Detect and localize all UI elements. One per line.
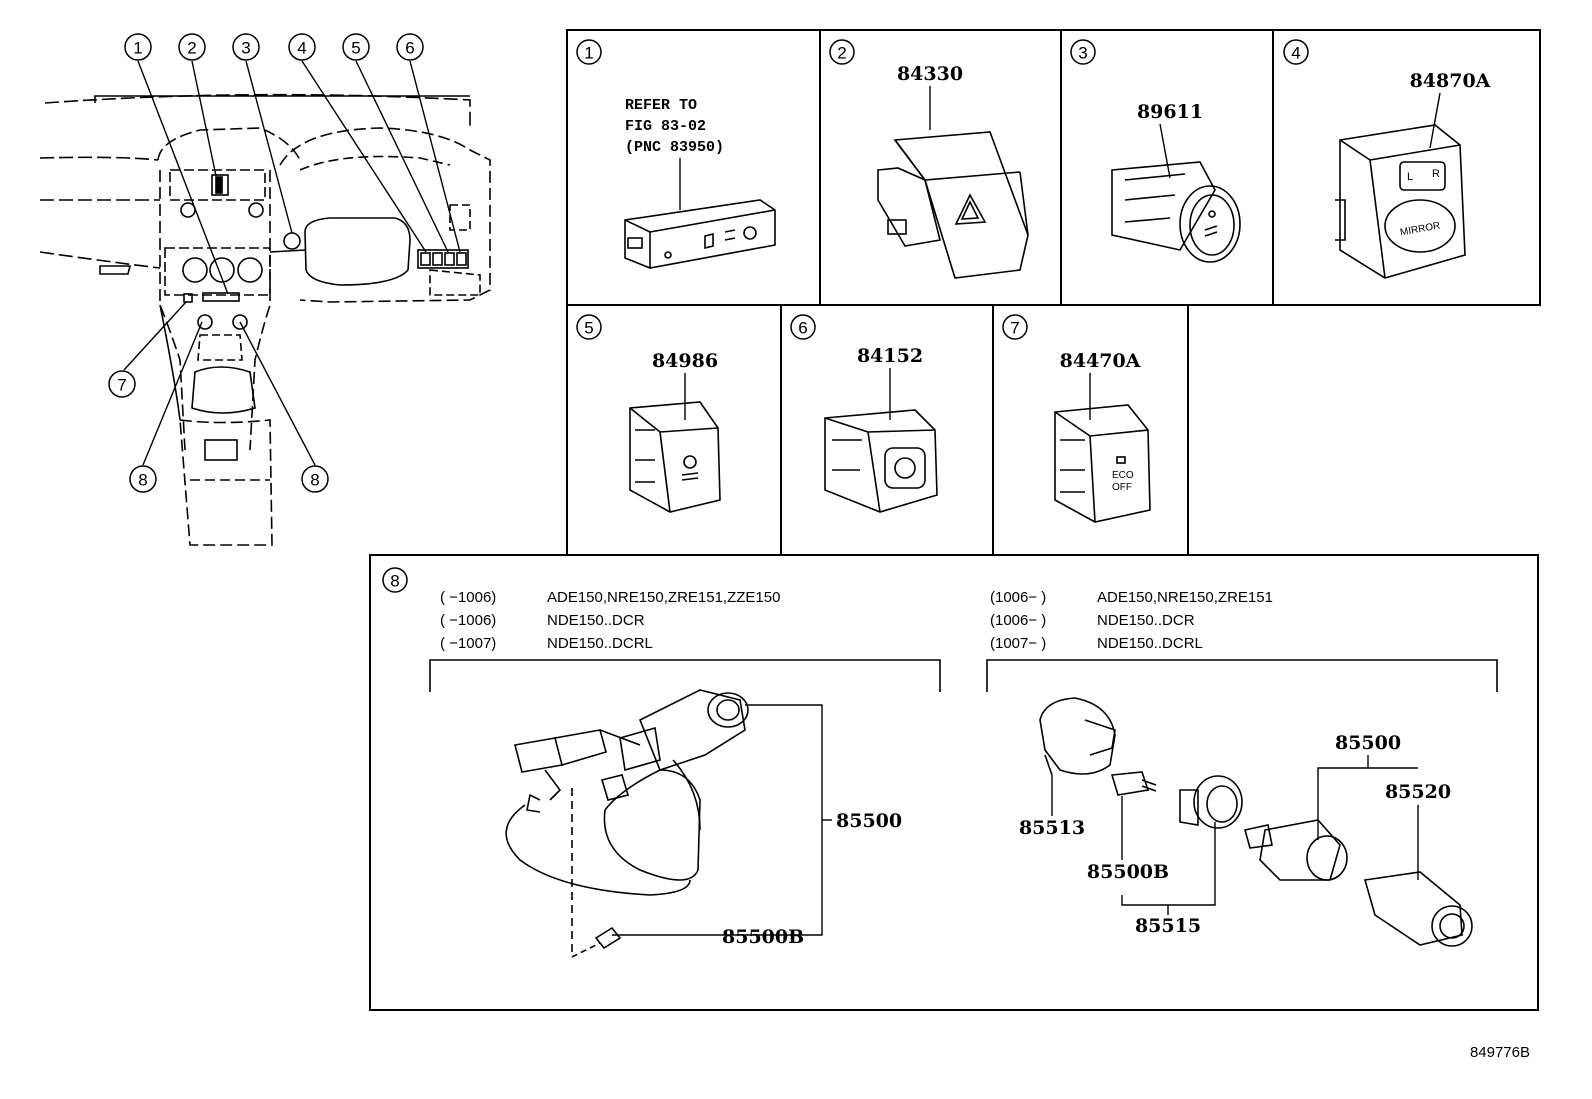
- callout-7-label: 7: [117, 376, 126, 395]
- callout-2: [178, 33, 206, 61]
- panel-5: 84986: [629, 350, 721, 513]
- part-84330-label: 84330: [897, 63, 963, 85]
- panel-frames: [369, 29, 1541, 1011]
- panel-4-frame: [1272, 29, 1541, 306]
- right-applicability: (1006− ) ADE150,NRE150,ZRE151 (1006− ) N…: [990, 589, 1273, 652]
- mirror-switch-drawing: [1335, 124, 1466, 279]
- panel-3-callout: 3: [1078, 44, 1087, 63]
- panel-1-caption-line-1: REFER TO: [625, 97, 697, 114]
- overview-callouts: [108, 33, 424, 493]
- callout-8-label-right: 8: [310, 471, 319, 490]
- illustration-code: 849776B: [1470, 1044, 1530, 1061]
- mirror-label: MIRROR: [1399, 221, 1441, 239]
- panel-1-caption-line-3: (PNC 83950): [625, 139, 724, 156]
- panel-7-frame: [992, 304, 1189, 556]
- left-app-models-2: NDE150..DCR: [547, 612, 645, 629]
- right-app-range-1: (1006− ): [990, 589, 1046, 606]
- panel-1-callout: 1: [584, 44, 593, 63]
- panel-2-callout: 2: [837, 44, 846, 63]
- part-84152-label: 84152: [857, 345, 923, 367]
- panel-5-frame: [566, 304, 782, 556]
- start-switch-drawing: [1111, 161, 1241, 263]
- callout-4: [288, 33, 316, 61]
- mirror-l-label: L: [1407, 171, 1413, 183]
- panel-4: 84870A L R MIRROR: [1335, 70, 1491, 279]
- right-part-85500B-label: 85500B: [1087, 861, 1169, 883]
- left-app-range-1: ( −1006): [440, 589, 496, 606]
- right-part-85513-label: 85513: [1019, 817, 1085, 839]
- callout-5-label: 5: [351, 39, 360, 58]
- right-app-range-2: (1006− ): [990, 612, 1046, 629]
- panel-8-frame: [369, 554, 1539, 1011]
- callout-8-right: [301, 465, 329, 493]
- part-84870A-label: 84870A: [1410, 70, 1491, 92]
- right-app-models-2: NDE150..DCR: [1097, 612, 1195, 629]
- applicability-brackets: [429, 659, 1498, 692]
- panel-7: 84470A ECO OFF: [1054, 350, 1151, 523]
- right-app-range-3: (1007− ): [990, 635, 1046, 652]
- panel-4-callout: 4: [1291, 44, 1300, 63]
- panel-2: 84330: [877, 63, 1029, 279]
- right-part-85500-label: 85500: [1335, 732, 1401, 754]
- switch-84986-drawing: [629, 401, 721, 513]
- panel-6-frame: [780, 304, 994, 556]
- panel-3: 89611: [1111, 101, 1241, 263]
- eco-label: ECO: [1112, 470, 1134, 481]
- callout-4-label: 4: [297, 39, 306, 58]
- panel-1: REFER TO FIG 83-02 (PNC 83950): [624, 97, 776, 269]
- left-part-85500B-label: 85500B: [722, 926, 804, 948]
- panel-6: 84152: [824, 345, 938, 513]
- eco-switch-drawing: [1054, 404, 1151, 523]
- panel-1-frame: [566, 29, 821, 306]
- callout-3-label: 3: [241, 39, 250, 58]
- switch-84152-drawing: [824, 409, 938, 513]
- left-applicability: ( −1006) ADE150,NRE150,ZRE151,ZZE150 ( −…: [440, 589, 780, 652]
- panel-3-frame: [1060, 29, 1274, 306]
- callout-5: [342, 33, 370, 61]
- left-app-models-1: ADE150,NRE150,ZRE151,ZZE150: [547, 589, 780, 606]
- right-leader-lines: [1051, 755, 1419, 915]
- callout-6-label: 6: [405, 39, 414, 58]
- panel-5-callout: 5: [584, 319, 593, 338]
- callout-8-left: [129, 465, 157, 493]
- part-84470A-label: 84470A: [1060, 350, 1141, 372]
- callout-7: [108, 370, 136, 398]
- mirror-r-label: R: [1432, 168, 1440, 180]
- overview-leader-lines: [123, 60, 461, 466]
- left-app-range-3: ( −1007): [440, 635, 496, 652]
- panel-6-callout: 6: [798, 319, 807, 338]
- right-app-models-1: ADE150,NRE150,ZRE151: [1097, 589, 1273, 606]
- left-lighter-assembly-drawing: [505, 689, 749, 958]
- off-label: OFF: [1112, 482, 1132, 493]
- dashboard-overview: [39, 93, 491, 546]
- left-app-models-3: NDE150..DCRL: [547, 635, 653, 652]
- right-app-models-3: NDE150..DCRL: [1097, 635, 1203, 652]
- left-part-85500-label: 85500: [836, 810, 902, 832]
- callout-3: [232, 33, 260, 61]
- right-components-drawing: [1039, 697, 1473, 947]
- panel-1-caption-line-2: FIG 83-02: [625, 118, 706, 135]
- panel-8: ( −1006) ADE150,NRE150,ZRE151,ZZE150 ( −…: [429, 589, 1498, 958]
- panel-7-callout: 7: [1010, 319, 1019, 338]
- hazard-switch-drawing: [877, 131, 1029, 279]
- climate-control-panel-drawing: [624, 199, 776, 269]
- right-part-85520-label: 85520: [1385, 781, 1451, 803]
- callout-2-label: 2: [187, 39, 196, 58]
- callout-1-label: 1: [133, 39, 142, 58]
- part-84986-label: 84986: [652, 350, 718, 372]
- part-89611-label: 89611: [1137, 101, 1203, 123]
- callout-8-label-left: 8: [138, 471, 147, 490]
- panel-8-callout: 8: [390, 572, 399, 591]
- left-app-range-2: ( −1006): [440, 612, 496, 629]
- callout-6: [396, 33, 424, 61]
- panel-callouts: [382, 39, 1309, 593]
- left-leader-lines: [612, 704, 832, 936]
- right-part-85515-label: 85515: [1135, 915, 1201, 937]
- callout-1: [124, 33, 152, 61]
